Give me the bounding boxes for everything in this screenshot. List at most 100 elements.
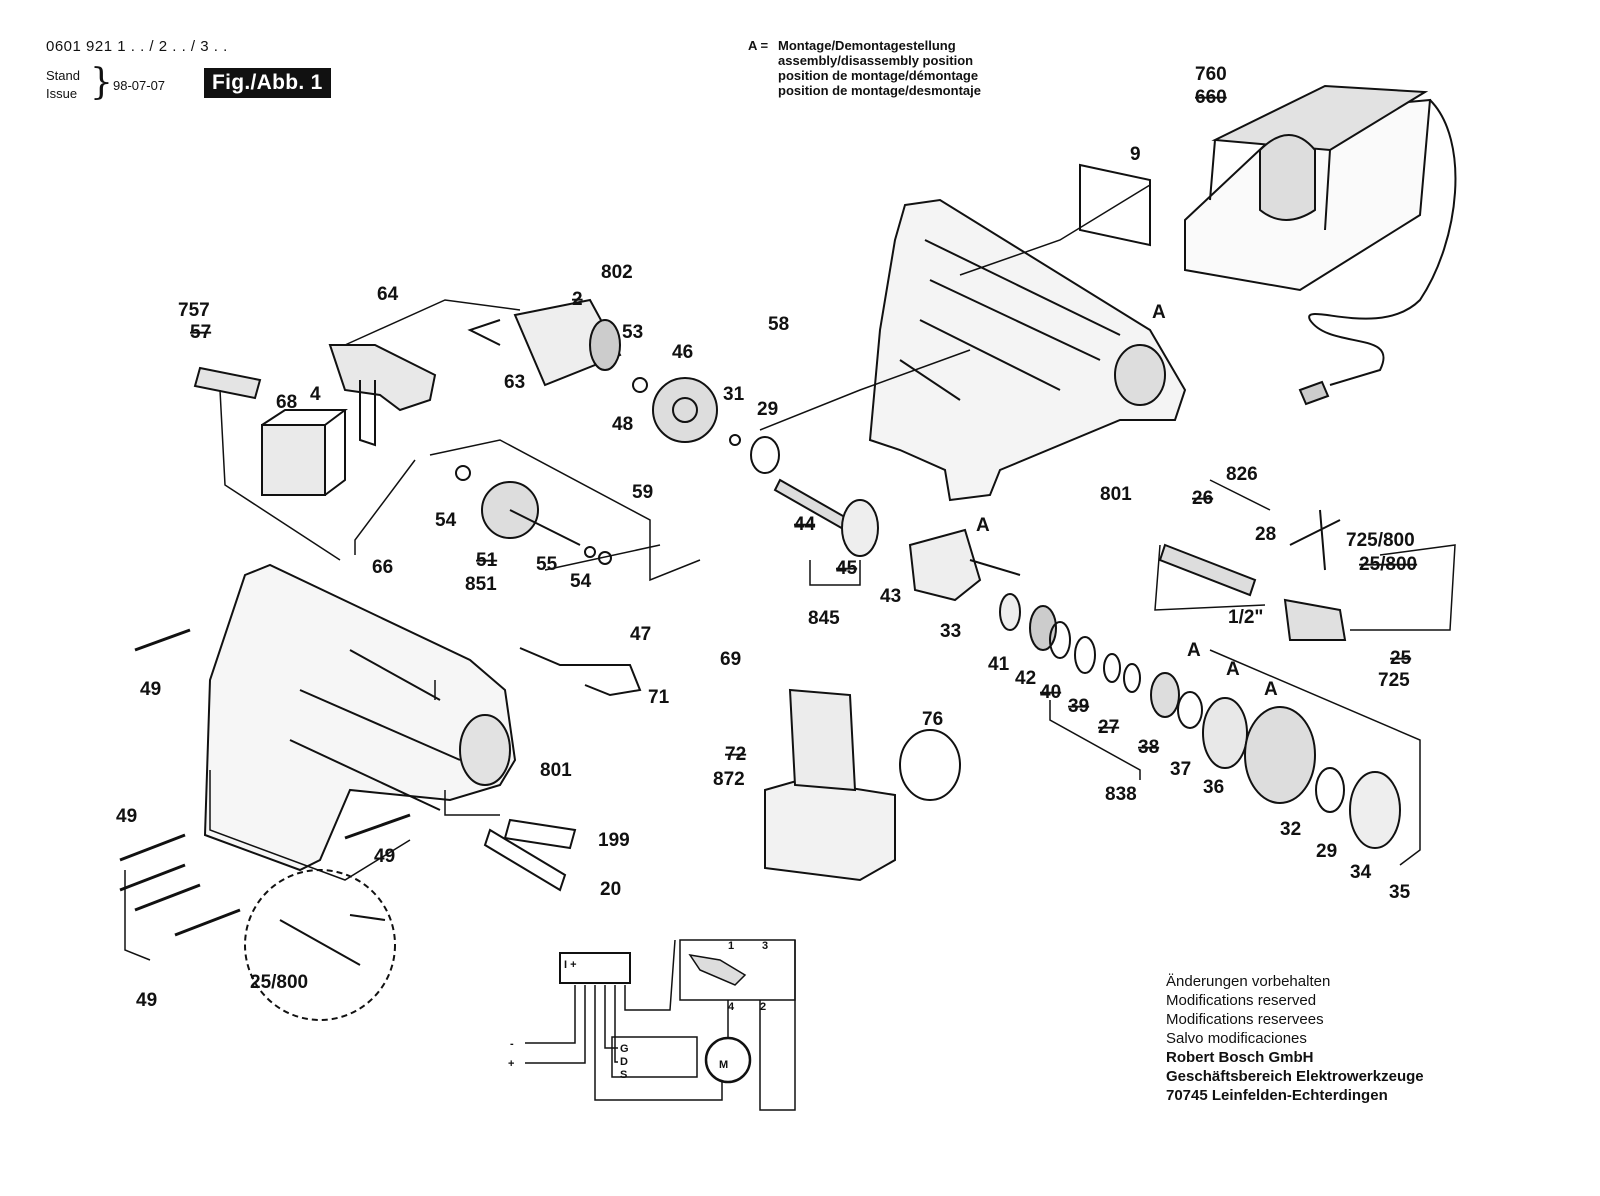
switch-drawing	[328, 344, 437, 412]
terminal-2: 2	[760, 1001, 766, 1013]
label-72: 72	[725, 744, 746, 765]
label-25-800-top: 25/800	[1359, 554, 1417, 575]
spindle-26-drawing	[1158, 543, 1257, 597]
label-66: 66	[372, 557, 393, 578]
label-660: 660	[1195, 87, 1227, 108]
label-53: 53	[622, 322, 643, 343]
label-76: 76	[922, 709, 943, 730]
label-42: 42	[1015, 668, 1036, 689]
label-58: 58	[768, 314, 789, 335]
label-49-top: 49	[140, 679, 161, 700]
spring-drawing	[519, 647, 642, 697]
label-39: 39	[1068, 696, 1089, 717]
label-half-inch: 1/2"	[1228, 607, 1263, 628]
label-59: 59	[632, 482, 653, 503]
label-29-top: 29	[757, 399, 778, 420]
label-68: 68	[276, 392, 297, 413]
battery-drawing	[764, 688, 896, 882]
label-38: 38	[1138, 737, 1159, 758]
label-57: 57	[190, 322, 211, 343]
housing-right-drawing	[868, 198, 1187, 502]
wiring-minus: -	[510, 1038, 514, 1050]
label-838: 838	[1105, 784, 1137, 805]
label-9: 9	[1130, 144, 1141, 165]
legend-line: Montage/Demontagestellung	[778, 38, 956, 53]
label-43: 43	[880, 586, 901, 607]
label-20: 20	[600, 879, 621, 900]
note-line: Salvo modificaciones	[1166, 1030, 1307, 1047]
label-49-left: 49	[116, 806, 137, 827]
block-68-drawing	[261, 424, 326, 496]
terminal-1: 1	[728, 940, 734, 952]
legend-line: position de montage/démontage	[778, 68, 979, 83]
label-37: 37	[1170, 759, 1191, 780]
label-826: 826	[1226, 464, 1258, 485]
label-44: 44	[794, 514, 816, 535]
company-address: 70745 Leinfelden-Echterdingen	[1166, 1087, 1388, 1104]
note-line: Modifications reservees	[1166, 1011, 1324, 1028]
clutch-sleeve-drawing	[1244, 706, 1316, 804]
label-27: 27	[1098, 717, 1119, 738]
label-48: 48	[612, 414, 633, 435]
label-36: 36	[1203, 777, 1224, 798]
label-4: 4	[310, 384, 321, 405]
terminal-4: 4	[728, 1001, 735, 1013]
note-line: Modifications reserved	[1166, 992, 1317, 1009]
label-41: 41	[988, 654, 1010, 675]
label-plate-drawing	[1079, 163, 1151, 247]
label-69: 69	[720, 649, 741, 670]
charger-drawing	[1184, 84, 1457, 406]
label-199: 199	[598, 830, 630, 851]
company-name: Robert Bosch GmbH	[1166, 1049, 1314, 1066]
label-49-mid: 49	[374, 846, 395, 867]
gear-46-drawing	[652, 377, 718, 443]
label-2: 2	[572, 289, 583, 310]
wiring-diagram	[525, 939, 796, 1111]
label-28: 28	[1255, 524, 1276, 545]
label-32: 32	[1280, 819, 1301, 840]
label-29-bottom: 29	[1316, 841, 1337, 862]
label-26: 26	[1192, 488, 1213, 509]
label-a-1: A	[1152, 302, 1166, 323]
terminal-3: 3	[762, 940, 768, 952]
wiring-d: D	[620, 1056, 628, 1068]
wiring-s: S	[620, 1069, 627, 1081]
wiring-polarity: I +	[564, 959, 577, 971]
legend-line: position de montage/desmontaje	[778, 83, 981, 98]
brace-icon: }	[90, 62, 113, 103]
label-a-5: A	[1264, 679, 1278, 700]
chuck-drawing	[1283, 598, 1347, 641]
company-division: Geschäftsbereich Elektrowerkzeuge	[1166, 1068, 1424, 1085]
brush-block-drawing	[193, 366, 262, 400]
label-40: 40	[1040, 682, 1061, 703]
part-number: 0601 921 1 . . / 2 . . / 3 . .	[46, 38, 228, 55]
motor-symbol: M	[719, 1059, 728, 1071]
spindle-shaft-drawing	[773, 478, 879, 557]
label-46: 46	[672, 342, 693, 363]
issue-date: 98-07-07	[113, 78, 166, 93]
label-55: 55	[536, 554, 558, 575]
label-45: 45	[836, 558, 858, 579]
label-63: 63	[504, 372, 525, 393]
label-25-800-bottom: 25/800	[250, 972, 308, 993]
label-34: 34	[1350, 862, 1372, 883]
legend-prefix: A =	[748, 38, 769, 53]
label-872: 872	[713, 769, 745, 790]
wiring-plus: +	[508, 1058, 514, 1070]
label-47: 47	[630, 624, 651, 645]
label-851: 851	[465, 574, 497, 595]
label-801-top: 801	[1100, 484, 1132, 505]
gear-carrier-drawing	[908, 528, 982, 602]
label-760: 760	[1195, 64, 1227, 85]
label-845: 845	[808, 608, 840, 629]
label-54-right: 54	[570, 571, 592, 592]
label-64: 64	[377, 284, 399, 305]
label-51: 51	[476, 550, 498, 571]
label-a-2: A	[976, 515, 990, 536]
label-49-bottom: 49	[136, 990, 157, 1011]
legend-line: assembly/disassembly position	[778, 53, 974, 68]
label-31: 31	[723, 384, 745, 405]
housing-left-drawing	[203, 563, 517, 872]
label-802: 802	[601, 262, 633, 283]
